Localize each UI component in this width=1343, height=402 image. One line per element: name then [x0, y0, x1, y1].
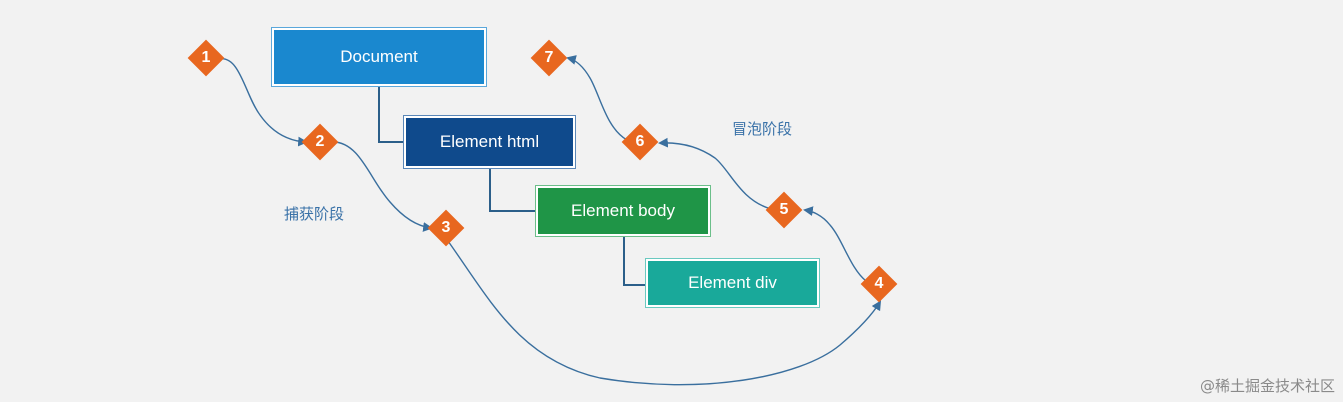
tree-connector-document-html-vertical [378, 86, 380, 143]
watermark: @稀土掘金技术社区 [1199, 377, 1335, 395]
tree-connector-html-body-horizontal [489, 210, 537, 212]
node-document-label: Document [340, 47, 418, 66]
step-number: 6 [635, 133, 645, 150]
tree-connector-body-div-vertical [623, 236, 625, 286]
node-element-div: Element div [645, 258, 820, 308]
capture-phase-label: 捕获阶段 [284, 205, 345, 223]
tree-connector-document-html-horizontal [378, 141, 405, 143]
step-marker-6: 6 [621, 123, 659, 161]
arrow-step-1-to-2 [218, 58, 308, 147]
tree-connector-html-body-vertical [489, 168, 491, 212]
node-element-body-label: Element body [571, 201, 675, 220]
node-element-body: Element body [535, 185, 711, 237]
tree-connector-body-div-horizontal [623, 284, 647, 286]
step-marker-1: 1 [187, 39, 225, 77]
step-number: 3 [441, 219, 451, 236]
step-marker-3: 3 [427, 209, 465, 247]
node-element-html: Element html [403, 115, 576, 169]
step-marker-4: 4 [860, 265, 898, 303]
step-number: 7 [544, 49, 554, 66]
step-number: 4 [874, 275, 884, 292]
step-marker-2: 2 [301, 123, 339, 161]
node-element-div-label: Element div [688, 273, 777, 292]
node-document: Document [271, 27, 487, 87]
step-number: 1 [201, 49, 211, 66]
arrow-step-5-to-6 [658, 137, 772, 210]
node-element-html-label: Element html [439, 132, 540, 151]
step-number: 2 [315, 133, 325, 150]
arrow-step-4-to-5 [803, 206, 867, 282]
arrow-step-2-to-3 [332, 141, 433, 232]
step-number: 5 [779, 201, 789, 218]
bubble-phase-label: 冒泡阶段 [732, 120, 793, 138]
arrow-step-3-to-4 [447, 240, 882, 386]
step-marker-5: 5 [765, 191, 803, 229]
step-marker-7: 7 [530, 39, 568, 77]
arrow-step-6-to-7 [566, 55, 628, 141]
